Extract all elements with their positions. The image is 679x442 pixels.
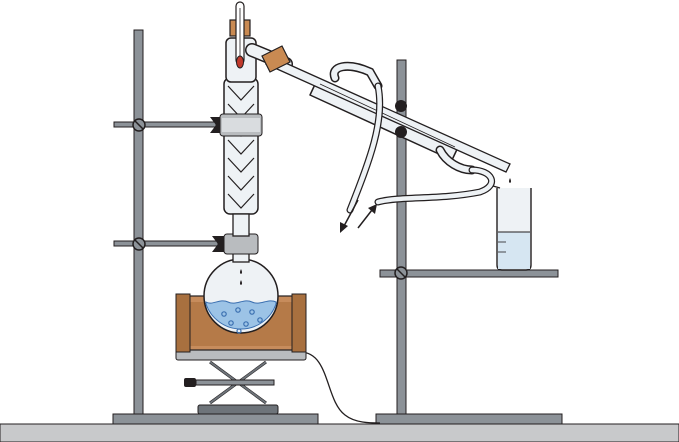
column-indentations: [227, 85, 255, 209]
round-bottom-flask: [203, 245, 279, 334]
fractionating-column: [223, 77, 259, 237]
water-inlet-hose: [374, 166, 495, 206]
left-stand-rod: [133, 29, 144, 415]
jack-adjust-knob: [184, 378, 196, 387]
receiving-beaker: [492, 185, 532, 271]
condenser-clamp: [395, 100, 407, 138]
left-stand-base: [112, 413, 319, 425]
thermometer-bulb: [236, 55, 244, 69]
column-clamp: [113, 113, 263, 137]
liebig-condenser: [261, 45, 511, 175]
boiling-bubbles: [221, 307, 263, 334]
condenser-joint-cork: [261, 45, 291, 73]
lab-jack: [175, 349, 307, 415]
right-stand-base: [375, 413, 563, 425]
arrow-down-left-icon: [340, 199, 359, 233]
thermometer: [229, 1, 251, 69]
power-cord: [299, 351, 381, 424]
flask-clamp: [113, 233, 259, 255]
right-retort-stand: [375, 59, 563, 425]
distillate-liquid: [498, 232, 530, 269]
water-outlet-hose: [346, 82, 384, 214]
lab-bench: [0, 423, 679, 442]
arrow-up-right-icon: [357, 204, 377, 229]
right-stand-rod: [396, 59, 407, 415]
receiver-support-ring-arm: [379, 269, 559, 278]
